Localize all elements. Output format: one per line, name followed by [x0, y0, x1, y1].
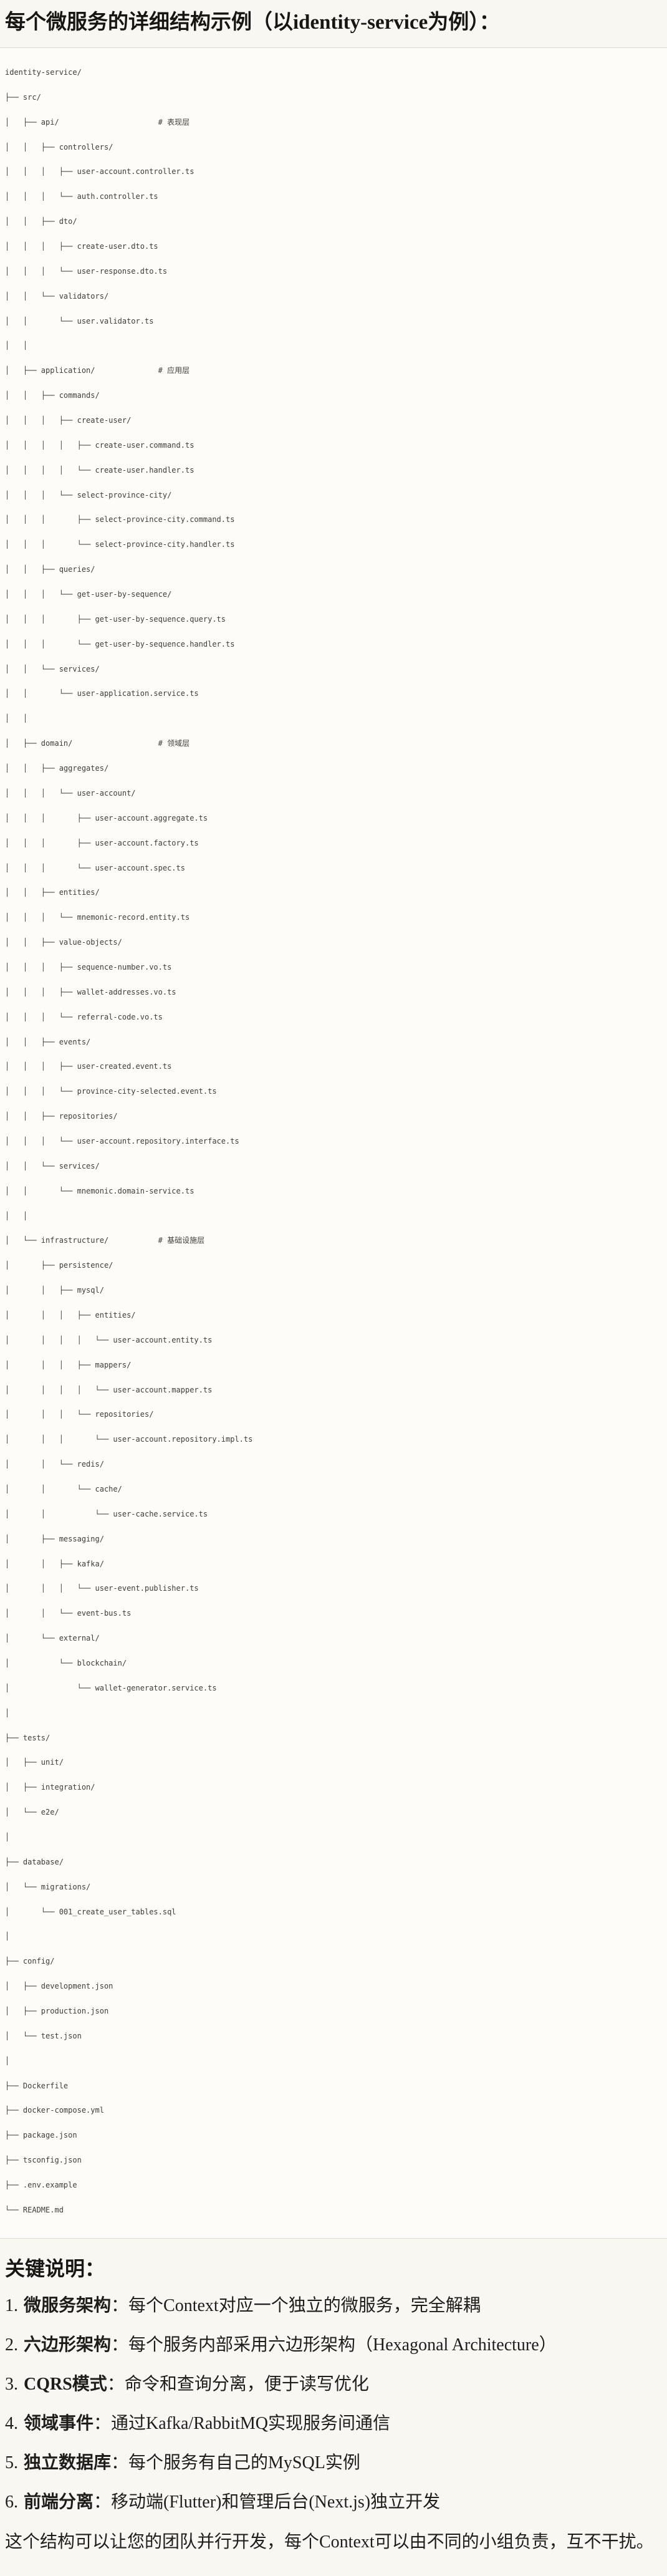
note-term: 微服务架构	[24, 2295, 112, 2315]
note-item-domain-events: 4. 领域事件：通过Kafka/RabbitMQ实现服务间通信	[5, 2411, 662, 2436]
code-block: identity-service/ ├── src/ │ ├── api/ # …	[0, 47, 667, 2239]
note-item-microservice: 1. 微服务架构：每个Context对应一个独立的微服务，完全解耦	[5, 2294, 662, 2318]
note-desc: 每个服务内部采用六边形架构（Hexagonal Architecture）	[128, 2335, 557, 2355]
note-term: 领域事件	[24, 2413, 94, 2433]
page-title: 每个微服务的详细结构示例（以identity-service为例）：	[5, 11, 500, 34]
note-colon: ：	[111, 2335, 129, 2355]
notes-list: 1.微服务架构：每个Context对应一个独立的微服务，完全解耦 2.六边形架构…	[0, 2294, 667, 2515]
note-item-independent-db: 5. 独立数据库：每个服务有自己的MySQL实例	[5, 2451, 662, 2476]
note-item-frontend-split: 6. 前端分离：移动端(Flutter)和管理后台(Next.js)独立开发	[5, 2490, 662, 2515]
note-item-hexagonal: 2. 六边形架构：每个服务内部采用六边形架构（Hexagonal Architec…	[5, 2333, 662, 2358]
note-term: 前端分离	[24, 2492, 94, 2512]
note-term: 独立数据库	[24, 2453, 112, 2472]
note-desc: 每个服务有自己的MySQL实例	[128, 2453, 360, 2472]
notes-heading: 关键说明：	[5, 2257, 105, 2280]
note-item-cqrs: 3. CQRS模式：命令和查询分离，便于读写优化	[5, 2372, 662, 2397]
directory-tree: identity-service/ ├── src/ │ ├── api/ # …	[5, 68, 253, 2214]
note-colon: ：	[107, 2374, 125, 2394]
note-colon: ：	[94, 2413, 112, 2433]
note-number: 4.	[5, 2413, 18, 2433]
note-desc: 通过Kafka/RabbitMQ实现服务间通信	[111, 2413, 390, 2433]
note-term: CQRS模式	[24, 2374, 107, 2394]
document-page: 每个微服务的详细结构示例（以identity-service为例）： ident…	[0, 9, 667, 2555]
note-desc: 命令和查询分离，便于读写优化	[124, 2374, 369, 2394]
note-colon: ：	[94, 2492, 112, 2512]
note-colon: ：	[111, 2453, 129, 2472]
note-number: 1.	[5, 2295, 18, 2315]
note-colon: ：	[111, 2295, 129, 2315]
note-desc: 每个Context对应一个独立的微服务，完全解耦	[128, 2295, 481, 2315]
note-number: 6.	[5, 2492, 18, 2512]
closing-paragraph: 这个结构可以让您的团队并行开发，每个Context可以由不同的小组负责，互不干扰…	[5, 2532, 654, 2552]
note-term: 六边形架构	[24, 2335, 112, 2355]
note-number: 3.	[5, 2374, 18, 2394]
note-number: 2.	[5, 2335, 18, 2355]
note-number: 5.	[5, 2453, 18, 2472]
note-desc: 移动端(Flutter)和管理后台(Next.js)独立开发	[111, 2492, 441, 2512]
